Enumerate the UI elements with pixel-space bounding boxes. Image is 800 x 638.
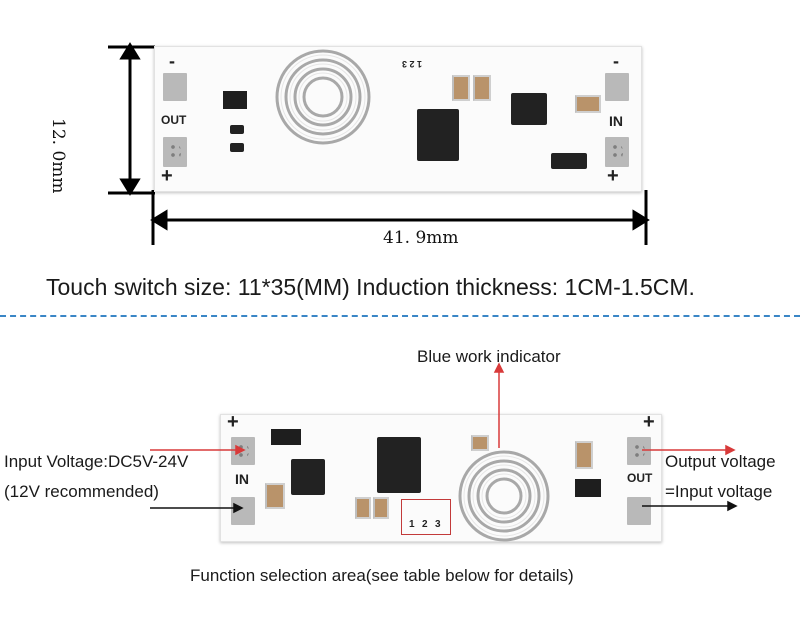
bottom-num-1: 1 — [409, 519, 415, 530]
top-in-minus-pad — [605, 73, 629, 101]
bottom-diode-left — [271, 429, 301, 445]
bottom-silk-out: OUT — [627, 471, 653, 485]
top-silk-in: IN — [609, 113, 623, 129]
bottom-out-plus-pad — [627, 437, 651, 465]
input-recommended-label: (12V recommended) — [4, 482, 159, 501]
top-touch-spring-icon — [275, 49, 371, 145]
blue-indicator-label: Blue work indicator — [417, 347, 561, 366]
top-pcb-board: - OUT + - IN + 1 2 3 — [154, 46, 642, 192]
bottom-cap-2 — [373, 497, 389, 519]
top-res-103a — [230, 125, 244, 134]
top-diode — [551, 153, 587, 169]
output-equal-label: =Input voltage — [665, 482, 773, 501]
function-area-label: Function selection area(see table below … — [190, 566, 574, 585]
bottom-cap-3 — [471, 435, 489, 451]
bottom-silk-in: IN — [235, 471, 249, 487]
bottom-out-minus-pad — [627, 497, 651, 525]
bottom-cap-1 — [355, 497, 371, 519]
top-cap-3 — [575, 95, 601, 113]
top-cap-1 — [452, 75, 470, 101]
function-selection-box — [401, 499, 451, 535]
top-in-plus-pad — [605, 137, 629, 167]
section-divider — [0, 315, 800, 317]
top-res-103b — [230, 143, 244, 152]
top-silk-plus-right: + — [607, 165, 619, 187]
bottom-pcb-board: + IN - + OUT 1 2 3 — [220, 411, 662, 542]
top-out-plus-pad — [163, 137, 187, 167]
top-silk-minus: - — [169, 51, 175, 71]
bottom-num-3: 3 — [435, 519, 441, 530]
top-ic-soic8 — [417, 109, 459, 161]
bottom-cap-right — [575, 441, 593, 469]
top-silk-out: OUT — [161, 113, 187, 127]
size-caption: Touch switch size: 11*35(MM) Induction t… — [46, 274, 695, 300]
bottom-silk-plus-left: + — [227, 411, 239, 433]
bottom-num-2: 2 — [422, 519, 428, 530]
bottom-transistor-right — [575, 479, 601, 497]
top-silk-minus-right: - — [613, 51, 619, 71]
top-regulator — [511, 93, 547, 125]
input-voltage-label: Input Voltage:DC5V-24V — [4, 452, 189, 471]
bottom-silk-plus-right: + — [643, 411, 655, 433]
output-voltage-label: Output voltage — [665, 452, 776, 471]
top-cap-2 — [473, 75, 491, 101]
top-out-minus-pad — [163, 73, 187, 101]
bottom-cap-left — [265, 483, 285, 509]
dimension-lines — [108, 42, 650, 245]
bottom-touch-spring-icon — [458, 450, 550, 542]
top-silk-plus: + — [161, 165, 173, 187]
width-dimension-label: 41. 9mm — [383, 228, 459, 248]
bottom-regulator — [291, 459, 325, 495]
top-transistor-left — [223, 91, 247, 109]
bottom-ic-soic8 — [377, 437, 421, 493]
